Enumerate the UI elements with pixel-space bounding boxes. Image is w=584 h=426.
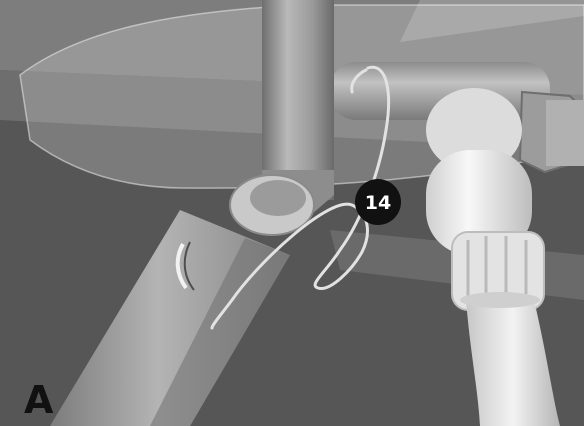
callout-number: 14 bbox=[365, 192, 391, 214]
diagonal-leg-shade bbox=[150, 238, 290, 426]
diagonal-leg bbox=[50, 210, 290, 426]
callout-marker bbox=[355, 179, 401, 225]
leg-slot bbox=[175, 243, 188, 290]
connector-body bbox=[426, 150, 532, 255]
wire-clip bbox=[210, 65, 391, 330]
panel-label: A bbox=[24, 378, 54, 422]
vertical-tube bbox=[262, 0, 334, 200]
connector-ring bbox=[426, 88, 522, 172]
canopy-upper-face bbox=[400, 0, 584, 42]
hose bbox=[466, 300, 560, 426]
